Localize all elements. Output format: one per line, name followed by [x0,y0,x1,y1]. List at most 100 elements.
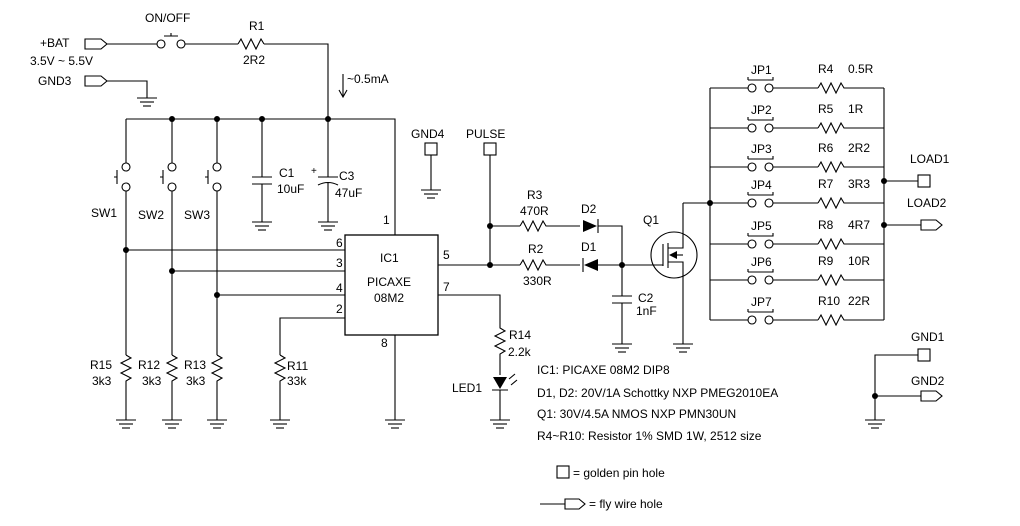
legend-fly-wire-text: = fly wire hole [589,497,663,511]
jumper-label: JP3 [751,142,772,156]
jumper-pin [747,123,757,133]
r11-resistor [270,354,290,429]
load2-terminal [920,219,943,231]
jumper-pin [747,275,757,285]
legend-fly-wire-icon [540,498,586,510]
gnd1-label: GND1 [911,330,945,344]
note-q1: Q1: 30V/4.5A NMOS NXP PMN30UN [537,407,736,421]
pin8-label: 8 [381,336,388,350]
gnd3-terminal [84,75,108,87]
load-resistor [817,273,884,287]
r12-ref: R12 [138,358,160,372]
ic1-ref: IC1 [380,251,399,265]
jumper-pin [764,315,774,325]
c3-ref: C3 [339,169,355,183]
jumper-pin [764,198,774,208]
pin7-label: 7 [443,280,450,294]
pulse-pin-hole [483,142,497,156]
r1-resistor [237,37,265,51]
c3-value: 47uF [335,186,362,200]
load-resistor [817,237,884,251]
jumper-pin [747,315,757,325]
r2-ref: R2 [528,242,544,256]
legend-golden-pin-text: = golden pin hole [573,466,665,480]
jumper-pin [764,83,774,93]
pin2-label: 2 [336,302,343,316]
load-resistor [817,160,884,174]
r3-value: 470R [520,204,549,218]
jumper-pin [764,275,774,285]
jumper-label: JP2 [751,103,772,117]
ic1-name-line2: 08M2 [374,291,404,305]
led1-label: LED1 [452,381,482,395]
r13-value: 3k3 [186,374,206,388]
r13-resistor [207,354,227,429]
gnd3-label: GND3 [38,74,72,88]
r12-resistor [162,354,182,429]
load-resistor-ref: R5 [818,102,834,116]
gnd1-ground-symbol [865,419,885,429]
q1-mosfet [650,203,698,353]
current-note: ~0.5mA [347,72,389,86]
jumper-pin [747,239,757,249]
r11-ref: R11 [287,359,308,373]
gnd3-ground-symbol [137,97,157,107]
c1-ref: C1 [279,166,295,180]
c2-ref: C2 [638,291,654,305]
r3-ref: R3 [527,188,543,202]
pin5-label: 5 [443,248,450,262]
load-resistor-value: 0.5R [848,62,874,76]
r1-to-rail-wire [264,43,329,119]
pin4-label: 4 [336,281,343,295]
d2-label: D2 [581,202,597,216]
load-row-1: JP1 R4 0.5R [710,62,884,95]
r2-value: 330R [523,274,552,288]
load2-label: LOAD2 [907,196,947,210]
d2-diode [583,219,623,265]
jumper-label: JP7 [751,295,772,309]
led1-diode [490,373,518,429]
jumper-label: JP4 [751,178,772,192]
ic-ground-symbol [385,419,405,429]
c1-capacitor [252,119,272,231]
jumper-pin [747,83,757,93]
sw1-label: SW1 [91,206,117,220]
jumper-label: JP1 [751,63,772,77]
load-resistor [817,81,884,95]
c1-value: 10uF [277,182,304,196]
r13-ref: R13 [184,358,206,372]
d1-diode [582,258,650,272]
r3-resistor [519,219,580,233]
load-resistor-ref: R9 [818,254,834,268]
q1-label: Q1 [643,213,659,227]
r11-value: 33k [287,374,307,388]
r1-value: 2R2 [243,53,265,67]
gnd4-pin-hole [424,142,438,156]
jumper-pin [747,198,757,208]
r1-ref: R1 [249,19,265,33]
d1-label: D1 [581,240,597,254]
ic1-name-line1: PICAXE [367,275,411,289]
c2-value: 1nF [636,304,657,318]
c3-plus: + [311,166,317,177]
gnd3-wire [107,80,148,98]
load-resistor-ref: R4 [818,62,834,76]
r15-value: 3k3 [92,374,112,388]
r14-value: 2.2k [508,345,532,359]
gnd1-pin-hole [917,348,931,362]
gnd4-ground [421,155,441,199]
bat-terminal [84,38,108,50]
bat-range-label: 3.5V ~ 5.5V [30,54,93,68]
load-resistor-value: 4R7 [848,218,870,232]
load-resistor [817,313,884,327]
legend-golden-pin-icon [556,465,570,479]
load-resistor-value: 1R [848,102,864,116]
load1-label: LOAD1 [910,152,950,166]
gnd4-label: GND4 [411,127,445,141]
load-resistor-value: 3R3 [848,177,870,191]
r14-ref: R14 [509,328,531,342]
